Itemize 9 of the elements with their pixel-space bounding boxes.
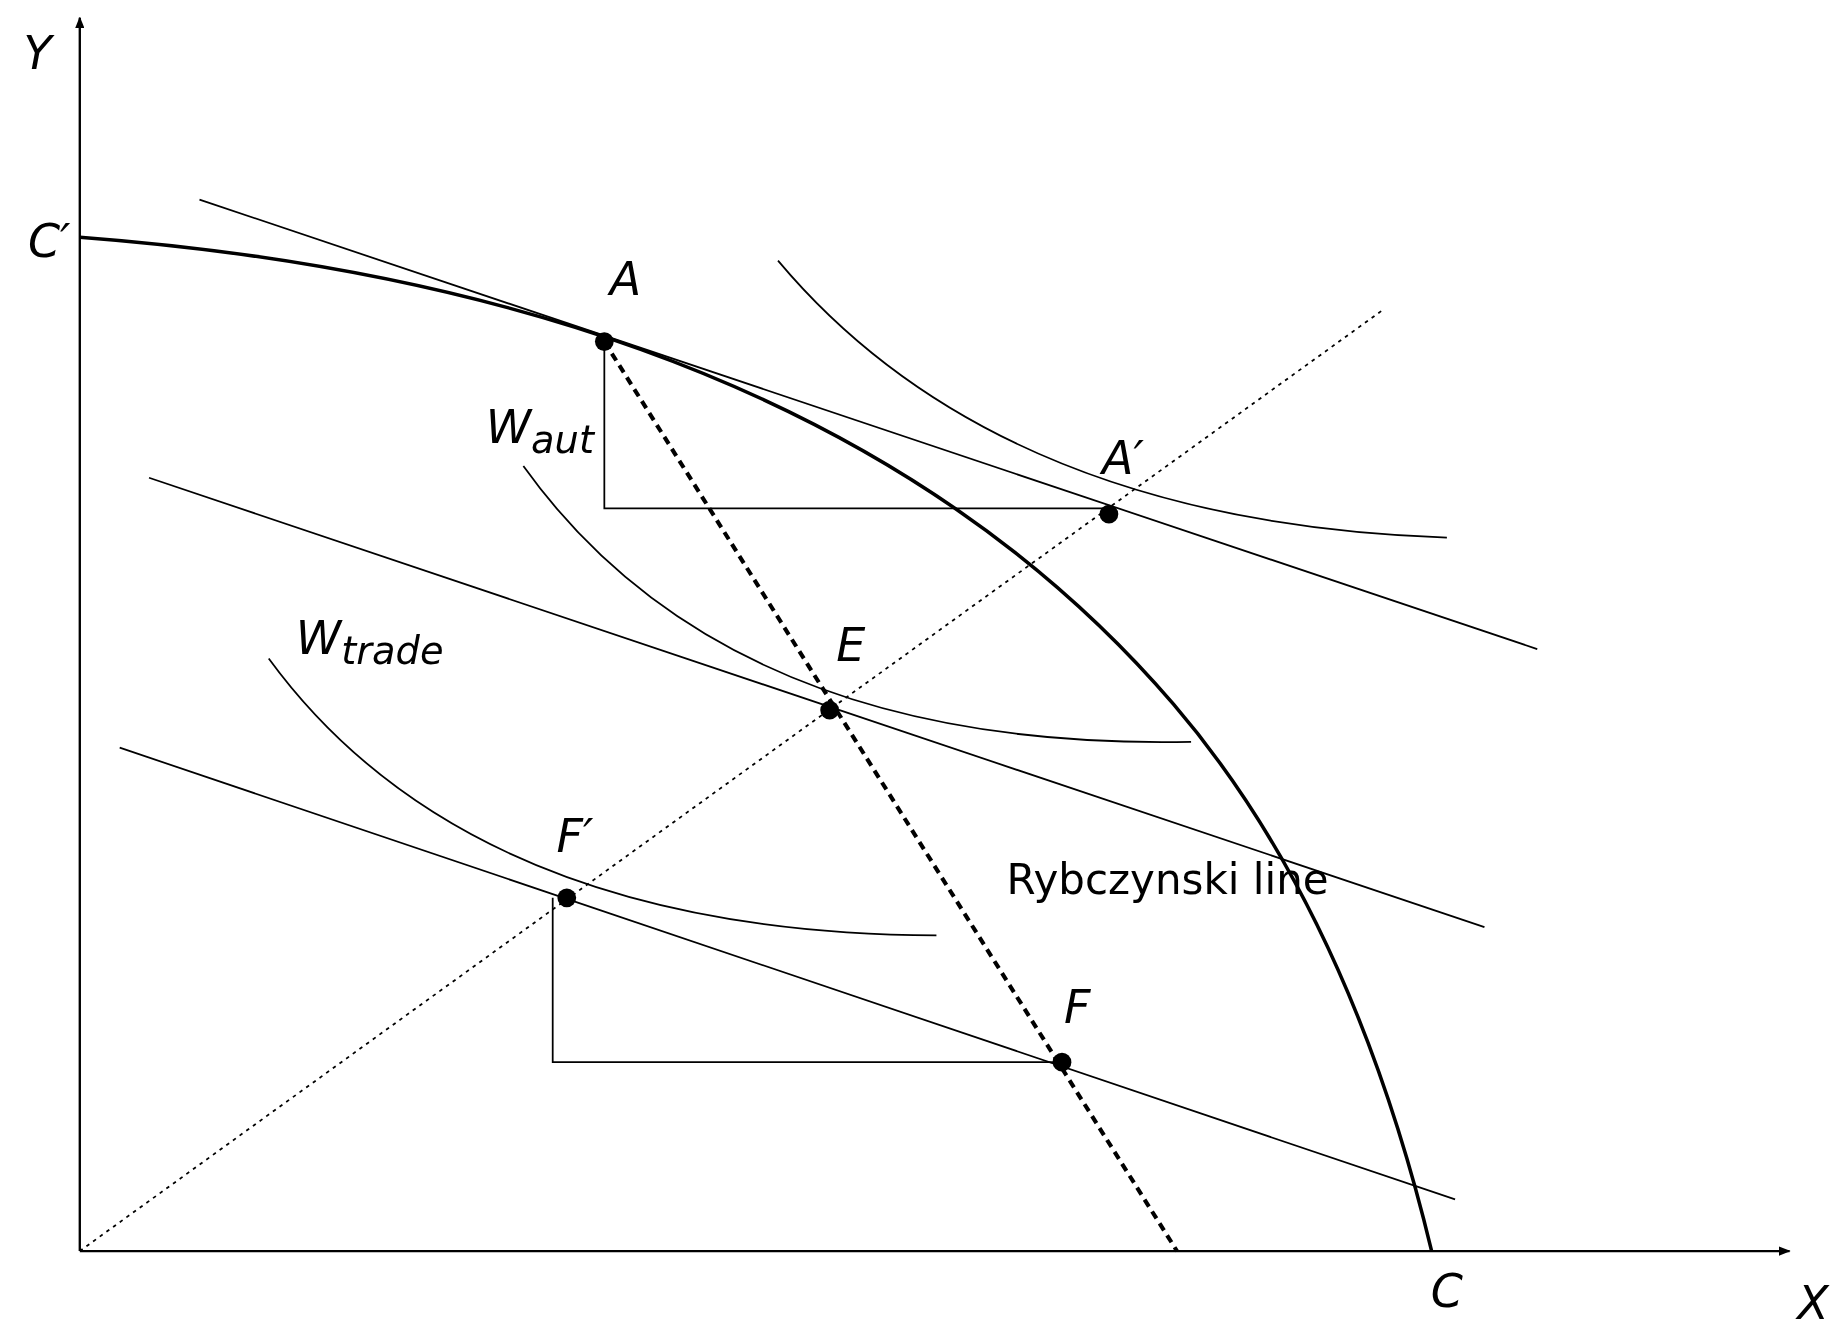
point-label: E [836,622,866,669]
point-label: C′ [28,217,71,264]
point-label: C [1430,1267,1463,1314]
point-label: F [1064,983,1091,1030]
point-label: A [609,256,642,303]
axis-label: X [1797,1279,1829,1326]
point-label: F′ [556,812,594,859]
curve-label: W$_{trade}$ [295,615,444,671]
curve-label: W$_{aut}$ [485,404,594,460]
